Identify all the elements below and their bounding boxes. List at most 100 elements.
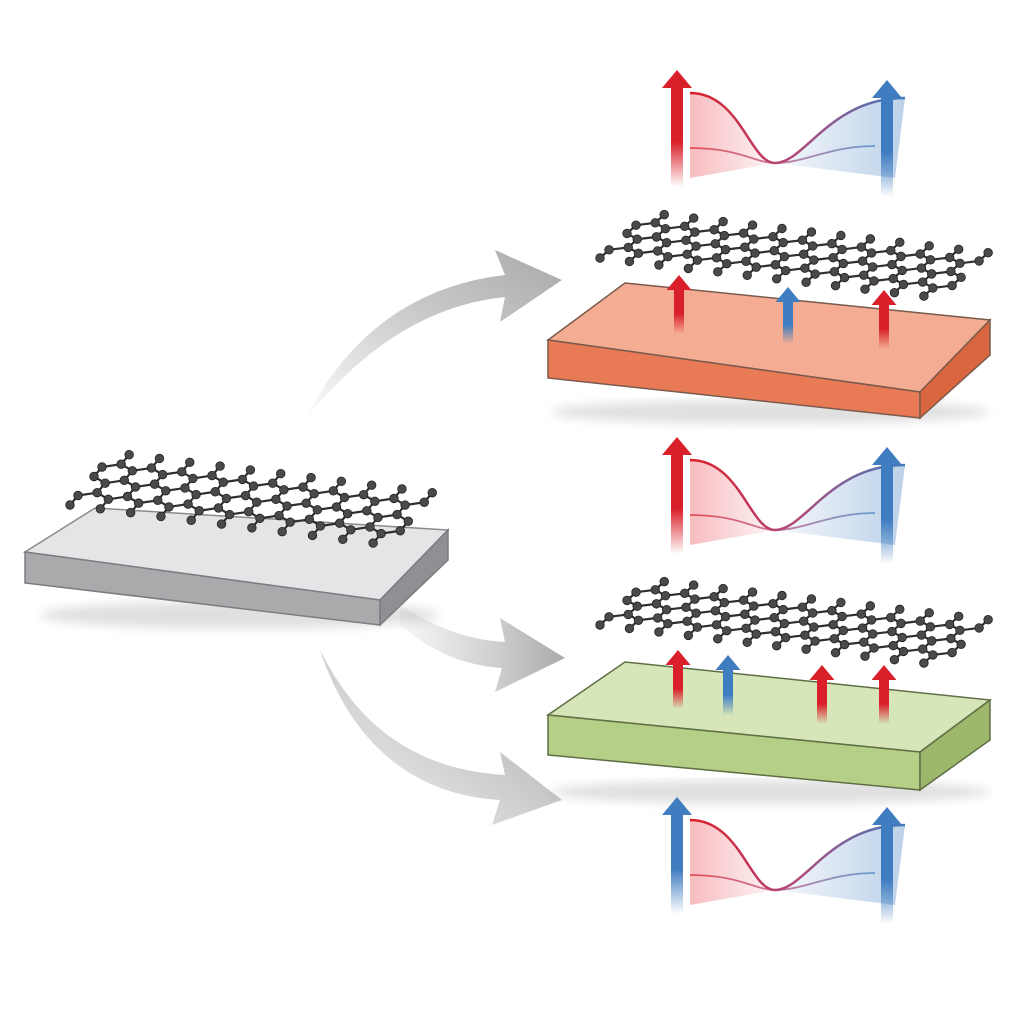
graphene-atom	[722, 258, 732, 269]
graphene-atom	[719, 230, 730, 241]
graphene-atom	[713, 634, 723, 644]
wavefunction-icon	[689, 91, 906, 178]
graphene-atom	[633, 615, 644, 625]
graphene-atom	[604, 245, 614, 255]
graphene-atom	[720, 244, 731, 255]
graphene-atom	[895, 604, 905, 615]
graphene-atom	[974, 256, 984, 266]
graphene-atom	[806, 227, 817, 237]
graphene-atom	[897, 265, 907, 276]
graphene-atom	[161, 486, 171, 496]
graphene-atom	[97, 462, 107, 472]
graphene-atom	[928, 283, 938, 293]
graphene-atom	[389, 493, 399, 504]
graphene-atom	[157, 469, 168, 480]
graphene-atom	[660, 223, 671, 234]
graphene-atom	[362, 506, 372, 516]
graphene-atom	[917, 277, 928, 287]
graphene-atom	[692, 622, 703, 632]
graphene-atom	[749, 601, 759, 611]
graphene-atom	[419, 497, 429, 507]
graphene-atom	[221, 493, 232, 504]
graphene-atom	[800, 630, 810, 640]
graphene-atom	[807, 608, 818, 618]
graphene-atom	[738, 595, 749, 605]
graphene-atom	[926, 269, 937, 279]
graphene-atom	[153, 495, 163, 505]
graphene-atom	[392, 509, 402, 520]
graphene-atom	[778, 604, 788, 615]
graphene-atom	[747, 220, 758, 230]
graphene-atom	[770, 260, 781, 270]
graphene-atom	[307, 530, 318, 541]
graphene-atom	[623, 242, 633, 253]
spin-up-arrow-red	[666, 275, 692, 334]
graphene-atom	[651, 599, 662, 609]
graphene-atom	[188, 473, 198, 484]
graphene-atom	[331, 502, 342, 512]
spin-up-arrow-blue	[872, 807, 902, 924]
graphene-atom	[285, 517, 295, 527]
graphene-atom	[857, 256, 868, 266]
graphene-atom	[742, 637, 752, 648]
graphene-atom	[887, 626, 897, 637]
graphene-atom	[711, 620, 722, 630]
spin-up-arrow-blue	[775, 287, 801, 344]
graphene-atom	[944, 619, 955, 630]
graphene-atom	[709, 225, 719, 235]
graphene-atom	[338, 534, 348, 544]
graphene-atom	[268, 478, 278, 488]
graphene-atom	[632, 601, 642, 611]
graphene-atom	[917, 644, 928, 654]
graphene-atom	[247, 523, 257, 533]
graphene-atom	[650, 585, 660, 595]
graphene-atom	[896, 618, 906, 629]
graphene-atom	[859, 637, 869, 647]
graphene-atom	[869, 276, 879, 286]
graphene-atom	[869, 643, 879, 653]
graphene-atom	[860, 651, 870, 661]
graphene-atom	[342, 508, 353, 519]
graphene-atom	[149, 479, 160, 489]
graphene-atom	[346, 525, 356, 535]
graphene-atom	[103, 494, 114, 505]
spin-up-arrow-red	[665, 650, 691, 709]
graphene-atom	[953, 244, 964, 254]
graphene-atom	[177, 467, 187, 477]
graphene-atom	[146, 463, 157, 473]
graphene-atom	[860, 284, 870, 294]
graphene-atom	[777, 590, 787, 601]
graphene-atom	[119, 475, 130, 486]
graphene-atom	[89, 471, 99, 482]
graphene-atom	[73, 490, 83, 501]
graphene-atom	[866, 248, 877, 258]
graphene-atom	[306, 472, 316, 483]
graphene-atom	[836, 230, 846, 241]
graphene-atom	[709, 592, 719, 602]
graphene-atom	[750, 615, 760, 625]
graphene-atom	[683, 630, 694, 641]
graphene-atom	[127, 466, 138, 476]
graphene-atom	[919, 291, 929, 301]
graphene-atom	[622, 228, 632, 239]
graphene-atom	[888, 273, 898, 284]
graphene-atom	[336, 476, 347, 487]
graphene-atom	[633, 248, 644, 258]
spin-arrows	[665, 275, 897, 724]
graphene-atom	[654, 627, 664, 637]
graphene-atom	[751, 262, 761, 272]
graphene-atom	[690, 594, 700, 604]
graphene-atom	[334, 518, 345, 528]
graphene-atom	[679, 221, 690, 231]
graphene-atom	[370, 496, 380, 506]
graphene-atom	[92, 487, 102, 498]
graphene-atom	[279, 485, 289, 495]
graphene-atom	[718, 583, 728, 594]
graphene-atom	[740, 609, 750, 619]
graphene-atom	[224, 509, 235, 520]
graphene-atom	[312, 505, 323, 515]
graphene-atom	[133, 498, 144, 508]
graphene-atom	[946, 266, 956, 277]
spin-up-arrow-blue	[872, 80, 902, 197]
graphene-atom	[710, 606, 721, 616]
